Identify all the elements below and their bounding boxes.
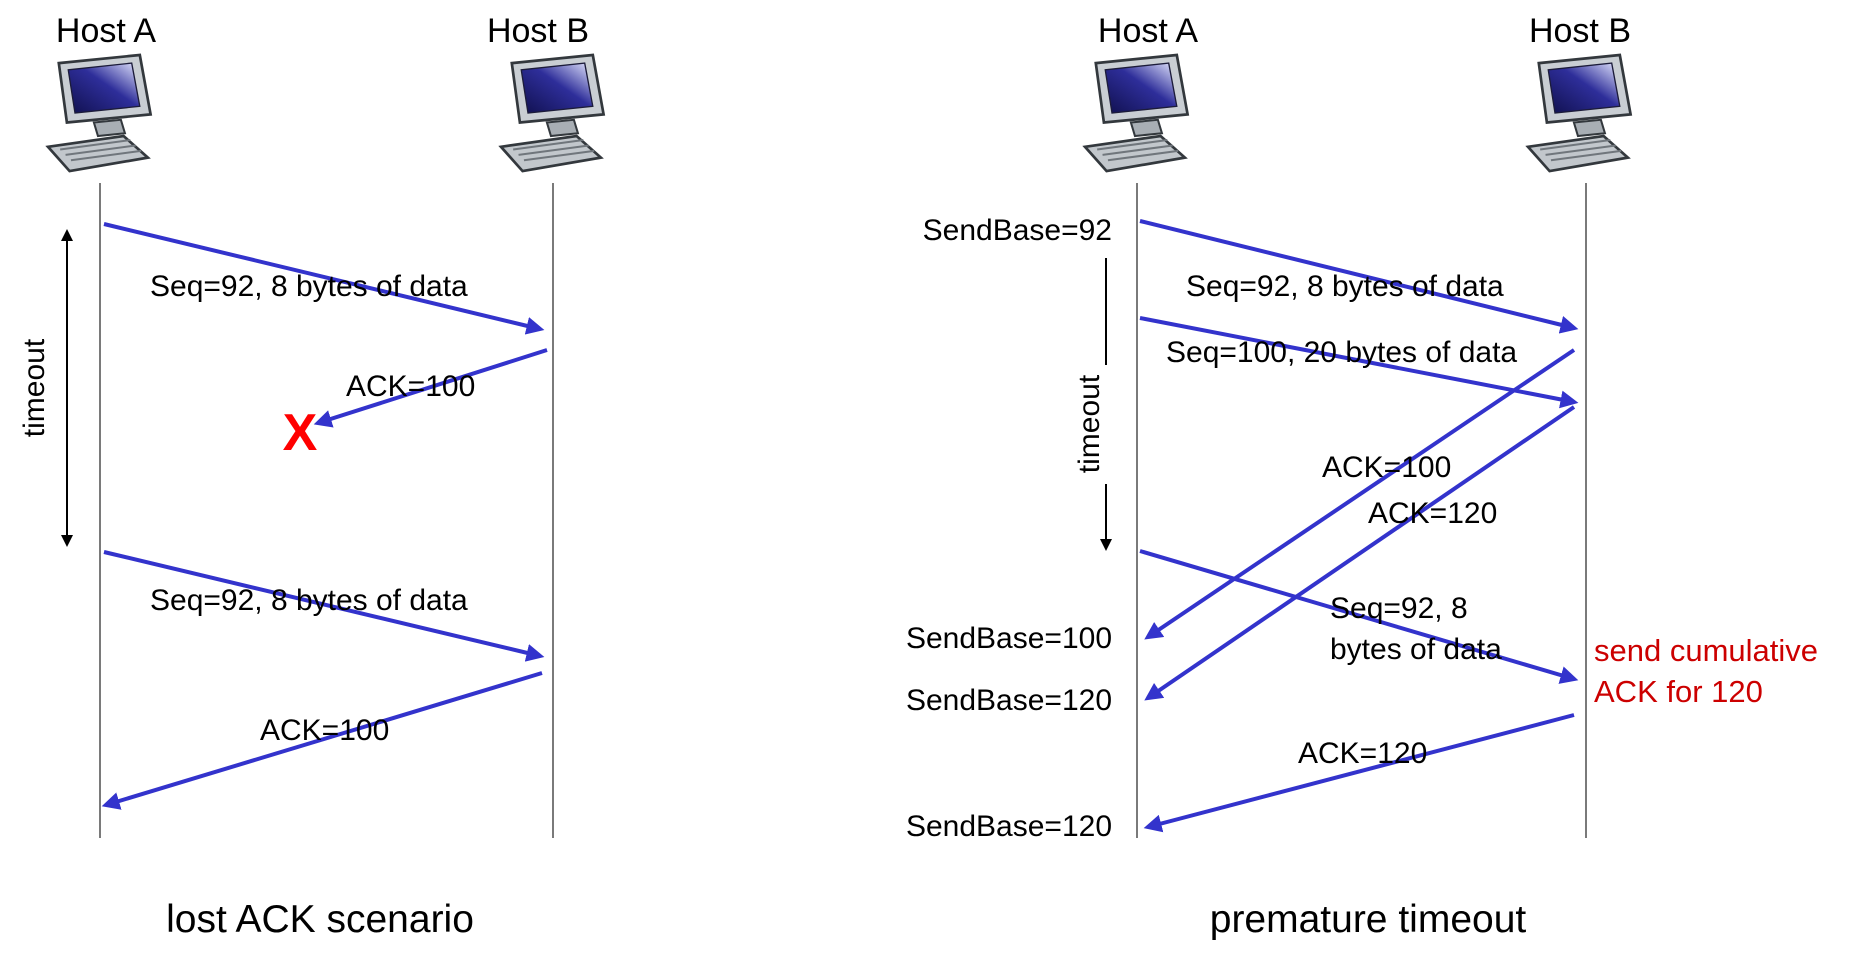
seq92-arrow-2	[103, 550, 545, 662]
ack120-cumulative-arrow	[1143, 713, 1575, 833]
ack100-label: ACK=100	[1322, 451, 1451, 484]
sendbase-120-final-label: SendBase=120	[906, 810, 1112, 843]
computer-icon	[499, 53, 605, 173]
left-panel: Host A Host B timeout Seq=92, 8 bytes of…	[18, 12, 605, 941]
computer-icon	[46, 53, 152, 173]
ack100-arrow-2	[101, 671, 543, 810]
seq92-label: Seq=92, 8 bytes of data	[1186, 270, 1504, 303]
left-caption: lost ACK scenario	[166, 898, 474, 941]
host-a-label: Host A	[1098, 12, 1198, 50]
ack100-lost-arrow	[313, 348, 548, 428]
right-panel: Host A Host B SendBase=92 timeout Seq=92…	[906, 12, 1818, 941]
timeout-label: timeout	[1073, 374, 1106, 473]
computer-icon	[1083, 53, 1189, 173]
host-a-label: Host A	[56, 12, 156, 50]
sendbase-92-label: SendBase=92	[923, 214, 1112, 247]
cumulative-ack-note-line1: send cumulative	[1594, 633, 1818, 668]
cumulative-ack-note-line2: ACK for 120	[1594, 674, 1763, 709]
seq92-arrow-1	[103, 222, 545, 335]
ack120-cumulative-label: ACK=120	[1298, 737, 1427, 770]
timeout-label: timeout	[18, 338, 51, 437]
computer-icon	[1526, 53, 1632, 173]
sendbase-100-label: SendBase=100	[906, 622, 1112, 655]
seq92-label-1: Seq=92, 8 bytes of data	[150, 270, 468, 303]
sendbase-120-label: SendBase=120	[906, 684, 1112, 717]
ack100-label-1: ACK=100	[346, 370, 475, 403]
ack100-arrow	[1144, 348, 1576, 640]
ack120-label: ACK=120	[1368, 497, 1497, 530]
host-b-label: Host B	[1529, 12, 1631, 50]
right-caption: premature timeout	[1210, 898, 1527, 941]
ack120-arrow	[1144, 405, 1576, 701]
seq100-arrow	[1139, 316, 1579, 409]
ack100-label-2: ACK=100	[260, 714, 389, 747]
seq100-label: Seq=100, 20 bytes of data	[1166, 336, 1517, 369]
seq92-retransmit-label-line2: bytes of data	[1330, 633, 1502, 666]
seq92-retransmit-label-line1: Seq=92, 8	[1330, 592, 1468, 625]
seq92-label-2: Seq=92, 8 bytes of data	[150, 584, 468, 617]
host-b-label: Host B	[487, 12, 589, 50]
seq92-retransmit-arrow	[1139, 549, 1579, 684]
loss-x-mark: X	[283, 404, 318, 462]
seq92-arrow	[1139, 219, 1579, 334]
